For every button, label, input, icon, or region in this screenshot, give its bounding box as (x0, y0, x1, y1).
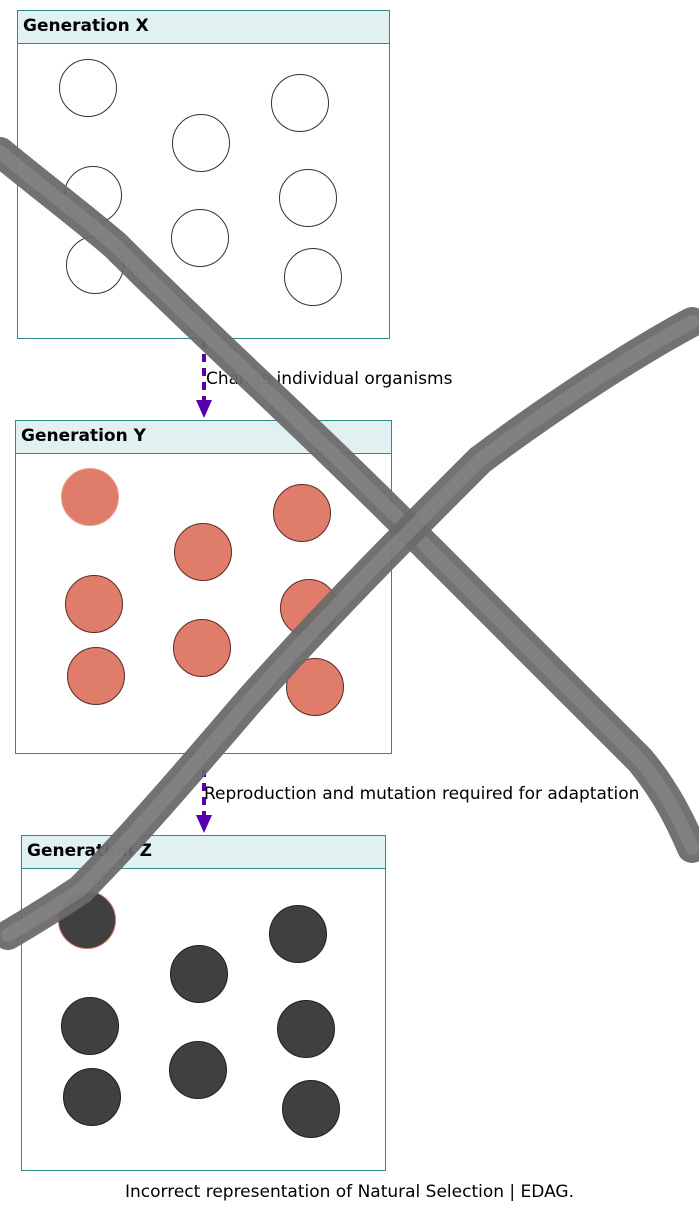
organism (174, 523, 232, 581)
figure-caption: Incorrect representation of Natural Sele… (124, 1182, 574, 1202)
arrow-y-to-z (196, 755, 212, 833)
organism (171, 209, 229, 267)
organism (61, 468, 119, 526)
organism (173, 619, 231, 677)
organism (61, 997, 119, 1055)
organism (279, 169, 337, 227)
organism (172, 114, 230, 172)
generation-x-title: Generation X (18, 11, 389, 44)
organism (277, 1000, 335, 1058)
organism (63, 1068, 121, 1126)
arrow-x-to-y (196, 340, 212, 418)
organism (271, 74, 329, 132)
organism (282, 1080, 340, 1138)
organism (284, 248, 342, 306)
arrow-label-reproduction: Reproduction and mutation required for a… (204, 784, 640, 804)
organism (273, 484, 331, 542)
organism (67, 647, 125, 705)
generation-y-panel: Generation Y (15, 420, 392, 754)
organism (169, 1041, 227, 1099)
cross-out-stroke (0, 137, 699, 863)
organism (170, 945, 228, 1003)
cross-out-stroke (0, 307, 699, 950)
organism (59, 59, 117, 117)
generation-z-title: Generation Z (22, 836, 385, 869)
organism (65, 575, 123, 633)
organism (269, 905, 327, 963)
